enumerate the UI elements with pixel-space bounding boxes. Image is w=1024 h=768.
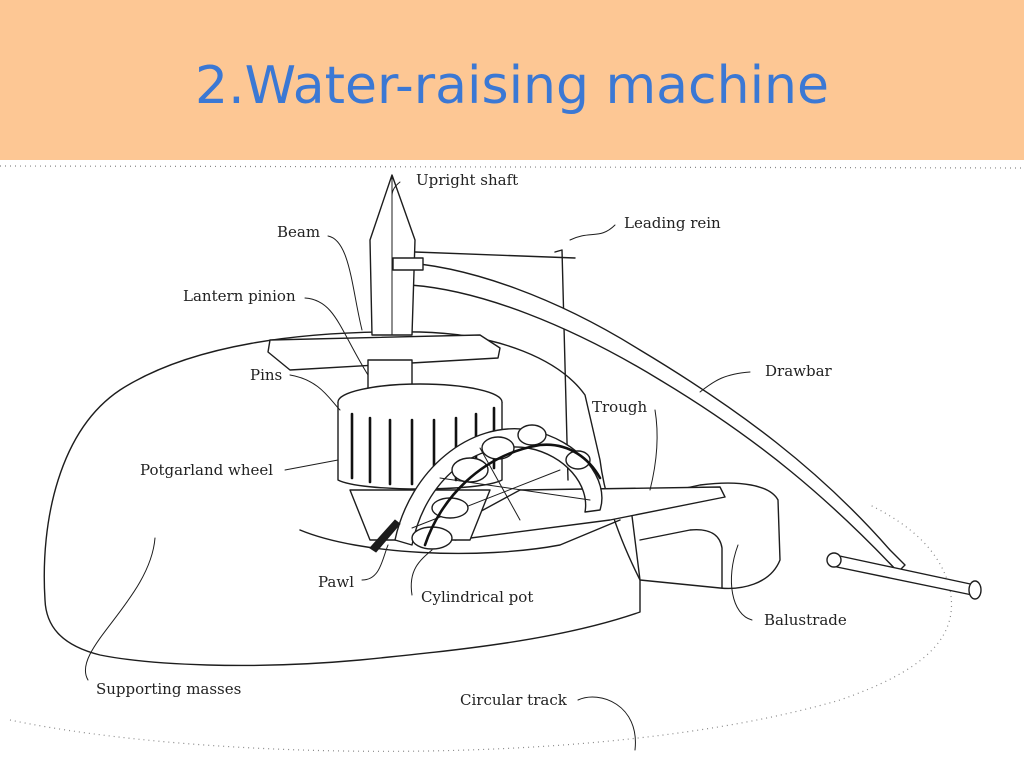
- label-potgarland-wheel: Potgarland wheel: [140, 461, 274, 479]
- drawbar: [394, 261, 906, 573]
- label-cylindrical-pot: Cylindrical pot: [421, 588, 534, 606]
- title-band: [0, 0, 1024, 160]
- circular-track: [9, 504, 952, 752]
- pot-rope: [423, 443, 602, 547]
- drawbar-end-right: [968, 580, 982, 600]
- label-drawbar: Drawbar: [765, 362, 832, 380]
- balustrade: [629, 482, 781, 590]
- beam: [267, 334, 501, 371]
- label-beam: Beam: [277, 223, 321, 241]
- scan-noise-top: [0, 165, 1024, 169]
- label-pins: Pins: [250, 366, 283, 384]
- label-supporting-masses: Supporting masses: [96, 680, 242, 698]
- beam-tenon: [392, 257, 424, 271]
- label-leading-rein: Leading rein: [624, 214, 721, 232]
- front-ledge: [299, 519, 621, 555]
- label-pawl: Pawl: [318, 573, 354, 591]
- leader-lines: [85, 181, 753, 751]
- balustrade-inner: [639, 528, 723, 589]
- pawl: [369, 519, 401, 553]
- label-upright-shaft: Upright shaft: [416, 171, 519, 189]
- slide-title: 2.Water-raising machine: [195, 56, 829, 116]
- label-balustrade: Balustrade: [764, 611, 847, 629]
- leading-rein-post: [554, 249, 569, 481]
- cylindrical-pots: [411, 424, 591, 550]
- label-lantern-pinion: Lantern pinion: [183, 287, 296, 305]
- drawbar-crossbar: [831, 554, 978, 597]
- label-circular-track: Circular track: [460, 691, 567, 709]
- leading-rein-line: [414, 251, 576, 259]
- drawbar-end-left: [826, 552, 842, 568]
- label-trough: Trough: [592, 398, 648, 416]
